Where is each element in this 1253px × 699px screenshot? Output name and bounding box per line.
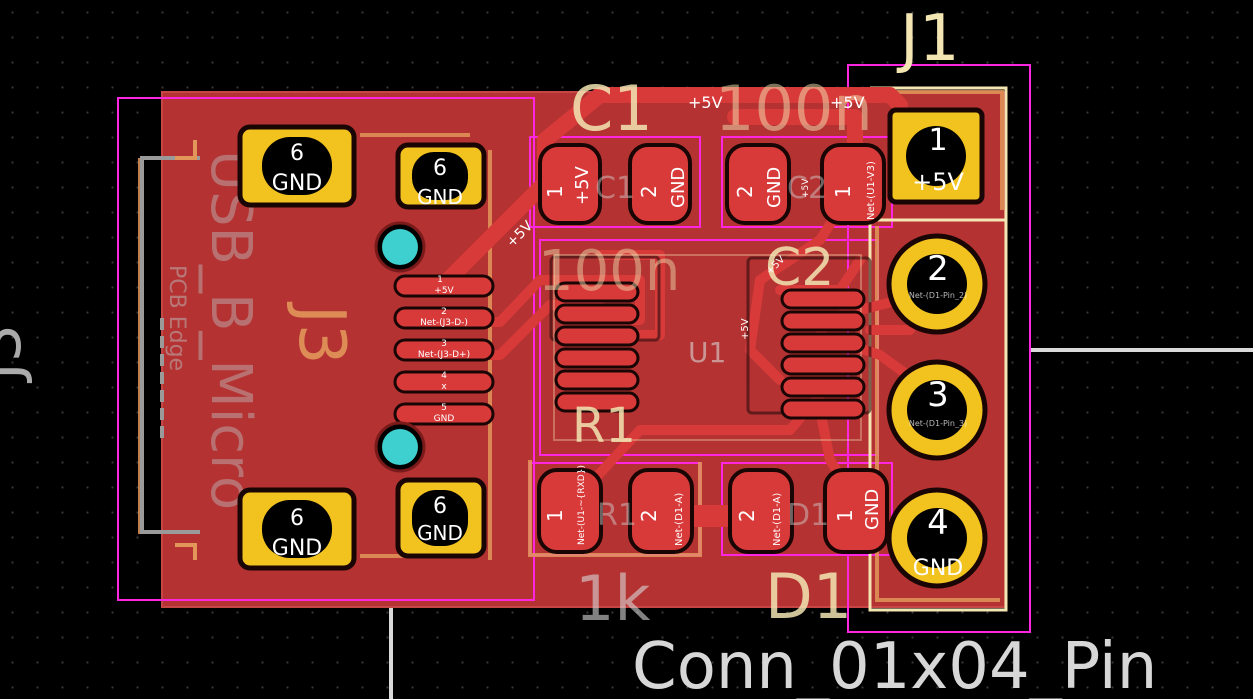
svg-text:1: 1	[543, 185, 567, 198]
r1-ref-fab: R1	[597, 498, 637, 533]
svg-text:Net-(D1-Pin_3): Net-(D1-Pin_3)	[909, 419, 967, 428]
svg-text:GND: GND	[668, 167, 689, 208]
r1-ref-silk: R1	[572, 398, 636, 454]
svg-text:x: x	[441, 382, 447, 392]
svg-text:3: 3	[927, 375, 949, 415]
svg-text:GND: GND	[862, 489, 883, 530]
j1-pin-3: 3 Net-(D1-Pin_3)	[886, 359, 988, 461]
u1-pads-left	[554, 281, 640, 413]
j1-pin-4: 4 GND	[886, 487, 988, 589]
svg-text:1: 1	[928, 123, 947, 158]
trace-label-u1-b: +5V	[740, 318, 751, 340]
svg-text:2: 2	[637, 509, 661, 522]
d1-ref-silk: D1	[765, 560, 852, 633]
usb-silk-corners	[175, 140, 197, 560]
c2-pad-1: 1 Net-(U1-V3)	[820, 143, 886, 225]
svg-text:1: 1	[543, 509, 567, 522]
svg-text:Net-(J3-D+): Net-(J3-D+)	[418, 350, 470, 360]
d1-pad-1: 1 GND	[823, 468, 889, 554]
svg-text:2: 2	[927, 249, 949, 289]
svg-text:2: 2	[637, 185, 661, 198]
c1-value-fab: 100n	[538, 239, 680, 304]
silk-j1-outline	[868, 86, 1008, 612]
svg-text:GND: GND	[417, 521, 463, 545]
j1-ref: J1	[896, 2, 960, 76]
svg-text:6: 6	[290, 141, 304, 166]
svg-text:GND: GND	[417, 185, 463, 209]
svg-text:5: 5	[441, 403, 447, 413]
j3-shield-pad-tr: 6 GND	[395, 142, 487, 210]
svg-text:1: 1	[831, 185, 855, 198]
svg-text:2: 2	[441, 307, 447, 317]
svg-text:6: 6	[290, 506, 304, 531]
svg-text:3: 3	[441, 339, 447, 349]
trace-label-top-b: +5V	[830, 93, 865, 112]
j3-ref-orange: J3	[284, 301, 358, 365]
j3-shield-pad-bl: 6 GND	[237, 487, 357, 571]
j3-value-text: USB_B_Micro	[198, 150, 263, 510]
usb-fab-body	[140, 156, 200, 534]
svg-text:GND: GND	[764, 167, 785, 208]
svg-text:Net-(J3-D-): Net-(J3-D-)	[420, 318, 468, 328]
svg-text:Net-(U1-V3): Net-(U1-V3)	[866, 161, 877, 220]
r1-pad-1: 1 Net-(U1-~{RXD})	[537, 465, 603, 554]
j3-ref-left: J3	[0, 324, 35, 384]
u1-ref: U1	[688, 336, 726, 369]
c2-ref-fab: C2	[787, 171, 827, 206]
svg-text:2: 2	[735, 509, 759, 522]
d1-pad-2: 2 Net-(D1-A)	[728, 468, 794, 554]
svg-text:GND: GND	[272, 536, 322, 561]
trace-label-top-a: +5V	[688, 93, 723, 112]
j1-value: Conn_01x04_Pin	[632, 630, 1157, 699]
c1-value-silk: 100n	[715, 72, 873, 145]
npth-holes	[374, 221, 426, 473]
svg-text:Net-(D1-A): Net-(D1-A)	[674, 493, 685, 546]
r1-value-silk: 1k	[575, 562, 650, 635]
c2-net-label: +5V	[801, 178, 811, 198]
c1-ref-fab: C1	[595, 171, 635, 206]
d1-ref-fab: D1	[787, 498, 829, 533]
c1-pad-2: 2 GND	[628, 143, 692, 225]
svg-text:Net-(D1-Pin_2): Net-(D1-Pin_2)	[909, 291, 967, 300]
svg-text:Net-(D1-A): Net-(D1-A)	[772, 493, 783, 546]
svg-text:6: 6	[433, 494, 447, 519]
svg-text:1: 1	[833, 509, 857, 522]
c1-pad-1: 1 +5V	[538, 143, 602, 225]
svg-text:+5V: +5V	[572, 165, 593, 205]
svg-text:2: 2	[733, 185, 757, 198]
j3-shield-pad-tl: 6 GND	[237, 124, 357, 208]
svg-text:4: 4	[441, 371, 447, 381]
svg-text:4: 4	[927, 503, 949, 543]
j3-shield-pad-br: 6 GND	[395, 477, 487, 559]
board-edge-lines	[389, 348, 1253, 699]
c2-pad-2: 2 GND	[725, 143, 791, 225]
j3-fab-edge-text: PCB Edge	[164, 265, 189, 371]
svg-text:GND: GND	[913, 556, 963, 581]
j1-pin-1: 1 +5V	[887, 107, 985, 205]
j1-pin-2: 2 Net-(D1-Pin_2)	[886, 233, 988, 335]
svg-text:+5V: +5V	[434, 286, 454, 296]
svg-text:GND: GND	[434, 414, 455, 424]
c2-ref-silk: C2	[765, 238, 834, 298]
r1-pad-2: 2 Net-(D1-A)	[628, 468, 694, 554]
svg-text:Net-(U1-~{RXD}): Net-(U1-~{RXD})	[577, 465, 587, 545]
j3-signal-pads: 1 +5V 2 Net-(J3-D-) 3 Net-(J3-D+) 4 x 5 …	[393, 274, 495, 426]
svg-text:6: 6	[433, 156, 447, 181]
svg-text:+5V: +5V	[912, 168, 964, 196]
svg-text:GND: GND	[272, 171, 322, 196]
c1-ref-silk: C1	[570, 72, 653, 145]
svg-text:1: 1	[437, 275, 443, 285]
u1-pads-right	[780, 288, 866, 420]
